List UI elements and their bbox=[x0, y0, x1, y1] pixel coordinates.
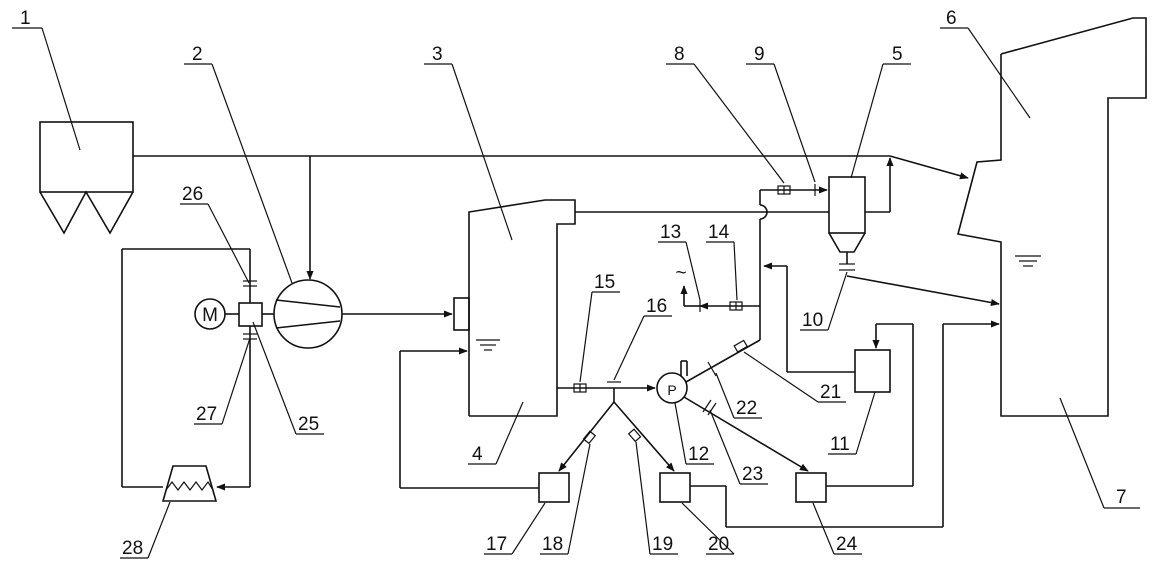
component-2-compressor bbox=[273, 279, 343, 349]
main-pipes: ~ bbox=[133, 155, 1000, 373]
component-24-box bbox=[795, 472, 827, 503]
label-11: 11 bbox=[830, 434, 850, 455]
label-13: 13 bbox=[660, 222, 681, 243]
label-8: 8 bbox=[674, 44, 685, 65]
label-28: 28 bbox=[122, 538, 143, 559]
label-17: 17 bbox=[486, 534, 507, 555]
return-lines bbox=[399, 320, 1000, 528]
label-14: 14 bbox=[708, 222, 730, 243]
label-18: 18 bbox=[542, 534, 563, 555]
component-labels: 1 2 3 4 5 6 7 8 9 10 11 12 13 14 15 16 1… bbox=[20, 8, 1127, 559]
pump-discharge-lines bbox=[683, 339, 809, 472]
label-21: 21 bbox=[820, 382, 841, 403]
leader-lines bbox=[12, 27, 1140, 559]
component-6-tower bbox=[957, 17, 1147, 417]
label-15: 15 bbox=[594, 272, 615, 293]
label-12: 12 bbox=[688, 444, 709, 465]
pump-suction-line bbox=[557, 381, 675, 472]
vent-symbol: ~ bbox=[675, 263, 686, 284]
label-3: 3 bbox=[432, 44, 443, 65]
label-10: 10 bbox=[802, 310, 823, 331]
label-19: 19 bbox=[652, 534, 673, 555]
component-28-heat-exchanger bbox=[161, 465, 218, 502]
label-5: 5 bbox=[892, 44, 903, 65]
label-2: 2 bbox=[192, 44, 203, 65]
component-20-box bbox=[659, 472, 691, 503]
cooling-loop bbox=[121, 248, 257, 491]
component-3-vessel bbox=[453, 199, 576, 417]
label-22: 22 bbox=[736, 398, 757, 419]
label-24: 24 bbox=[836, 534, 858, 555]
label-1: 1 bbox=[20, 8, 31, 29]
label-27: 27 bbox=[196, 404, 217, 425]
label-4: 4 bbox=[472, 444, 483, 465]
component-1-dust-collector bbox=[39, 121, 134, 235]
component-25-gearbox bbox=[238, 302, 263, 327]
component-12-pump: P bbox=[656, 360, 688, 404]
label-7: 7 bbox=[1116, 487, 1127, 508]
pump-symbol: P bbox=[667, 382, 676, 398]
motor-symbol: M bbox=[202, 305, 218, 326]
component-11-tank bbox=[854, 349, 891, 393]
label-16: 16 bbox=[646, 296, 667, 317]
motor: M bbox=[194, 298, 226, 330]
label-23: 23 bbox=[742, 464, 763, 485]
label-20: 20 bbox=[708, 534, 729, 555]
component-17-box bbox=[538, 472, 570, 503]
label-25: 25 bbox=[298, 414, 319, 435]
label-6: 6 bbox=[946, 8, 957, 29]
component-5-hatched-filter bbox=[828, 176, 866, 271]
label-26: 26 bbox=[182, 184, 203, 205]
label-9: 9 bbox=[754, 44, 765, 65]
